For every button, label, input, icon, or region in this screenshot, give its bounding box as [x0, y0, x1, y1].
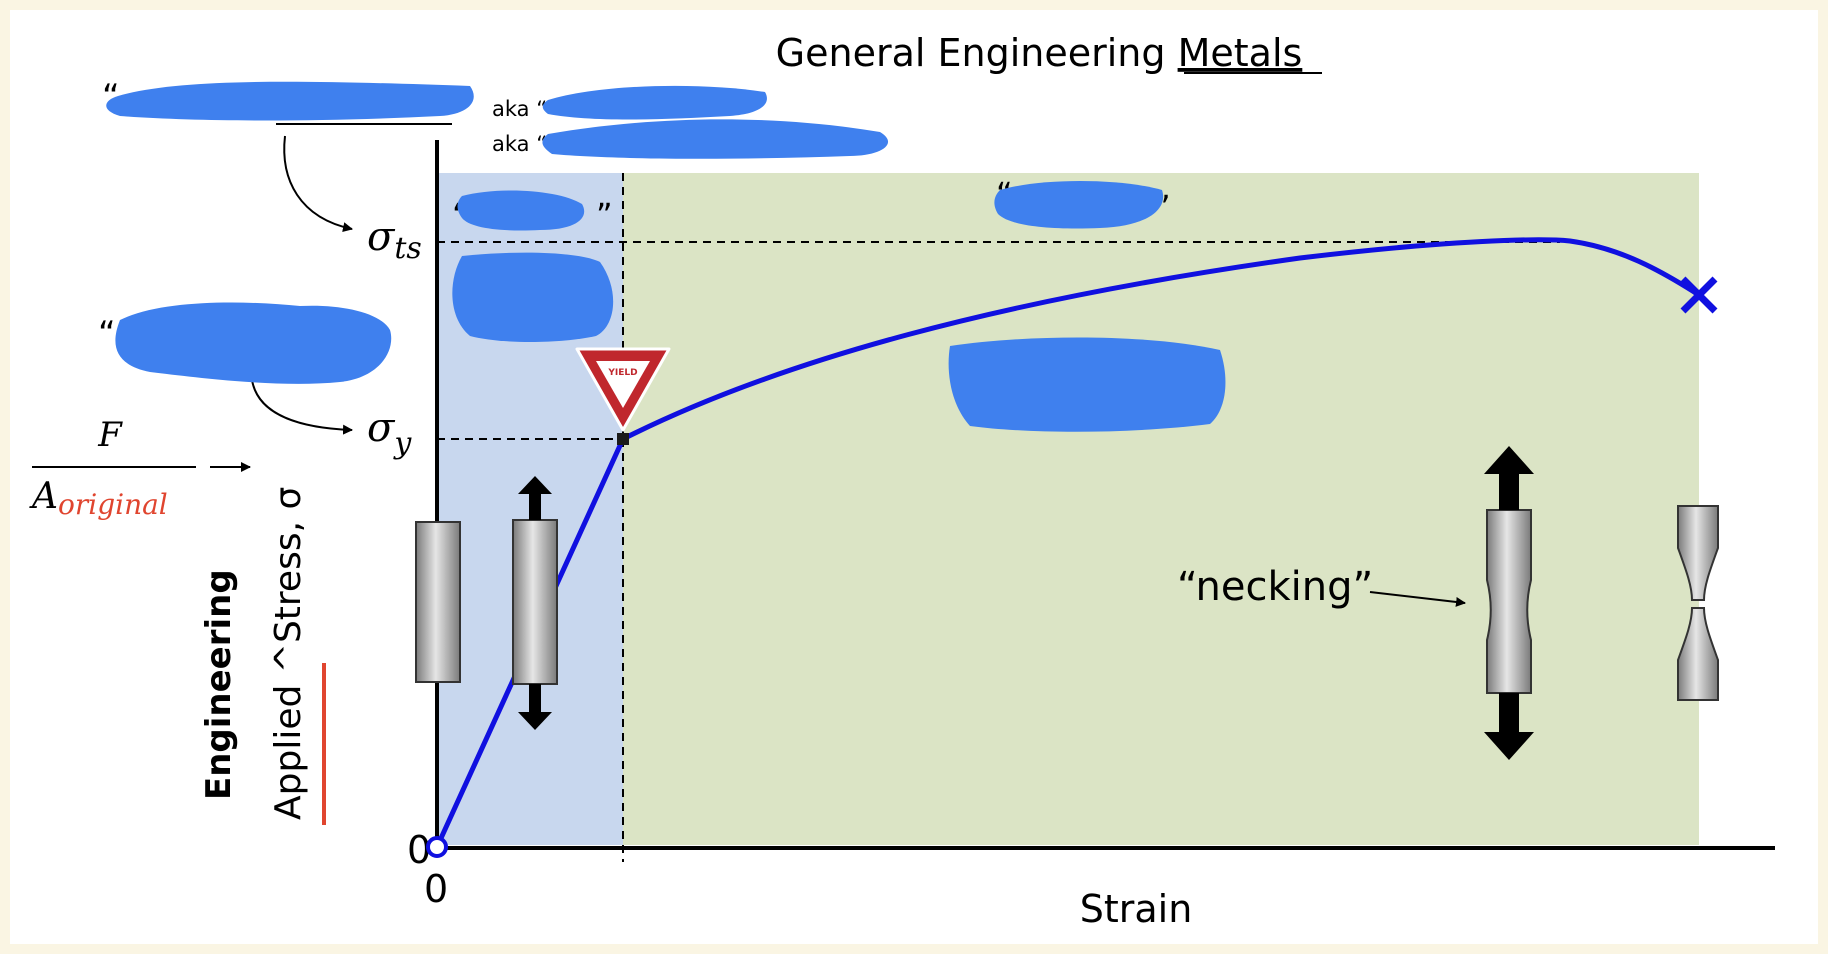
arrow-to-sigma-y: [251, 379, 353, 435]
necking-arrow: [1369, 591, 1466, 607]
diagram-title: General Engineering Metals: [776, 31, 1303, 75]
redaction-scribble-7: [452, 252, 614, 342]
necking-label: “necking”: [1177, 564, 1373, 610]
fracture-point-marker: [1680, 276, 1718, 314]
yield-sign-text: YIELD: [607, 368, 637, 378]
plastic-region: [623, 173, 1699, 845]
formula-denominator: Aoriginal: [29, 476, 168, 521]
aka-label-1: aka “: [492, 97, 547, 121]
up-arrow-icon: [518, 476, 552, 520]
sigma-y-label: σy: [367, 405, 412, 461]
arrow-to-sigma-ts: [283, 135, 353, 233]
sigma-ts-label: σts: [367, 214, 422, 266]
formula-numerator: F: [97, 415, 123, 455]
unloaded-specimen: [415, 521, 461, 683]
redaction-scribble-5: [457, 190, 585, 231]
fractured-specimen: [1677, 505, 1719, 701]
up-arrow-icon: [1484, 446, 1534, 510]
elastic-quote-close: ”: [596, 196, 613, 234]
redaction-scribble-4: [115, 302, 392, 384]
redaction-scribble-6: [994, 181, 1164, 229]
aka-label-2: aka “: [492, 132, 547, 156]
y-axis-label-bold: Engineering: [199, 569, 239, 800]
down-arrow-icon: [1484, 693, 1534, 760]
x-origin-label: 0: [424, 867, 448, 911]
left-quote-mark-2: “: [98, 314, 116, 354]
elastic-specimen: [512, 476, 558, 730]
down-arrow-icon: [518, 684, 552, 730]
y-axis-label: Applied ^Stress, σ: [268, 487, 309, 820]
stress-strain-curve: [434, 237, 1701, 849]
yield-point-marker: [617, 433, 629, 445]
yield-sign-icon: YIELD: [575, 347, 671, 432]
redaction-scribble-3: [542, 119, 889, 159]
x-axis-label: Strain: [1080, 887, 1193, 931]
redaction-scribble-1: [106, 81, 474, 121]
origin-point: [426, 836, 448, 858]
necking-specimen: [1484, 446, 1534, 760]
redaction-scribble-2: [542, 85, 767, 120]
redaction-scribble-8: [948, 337, 1226, 432]
